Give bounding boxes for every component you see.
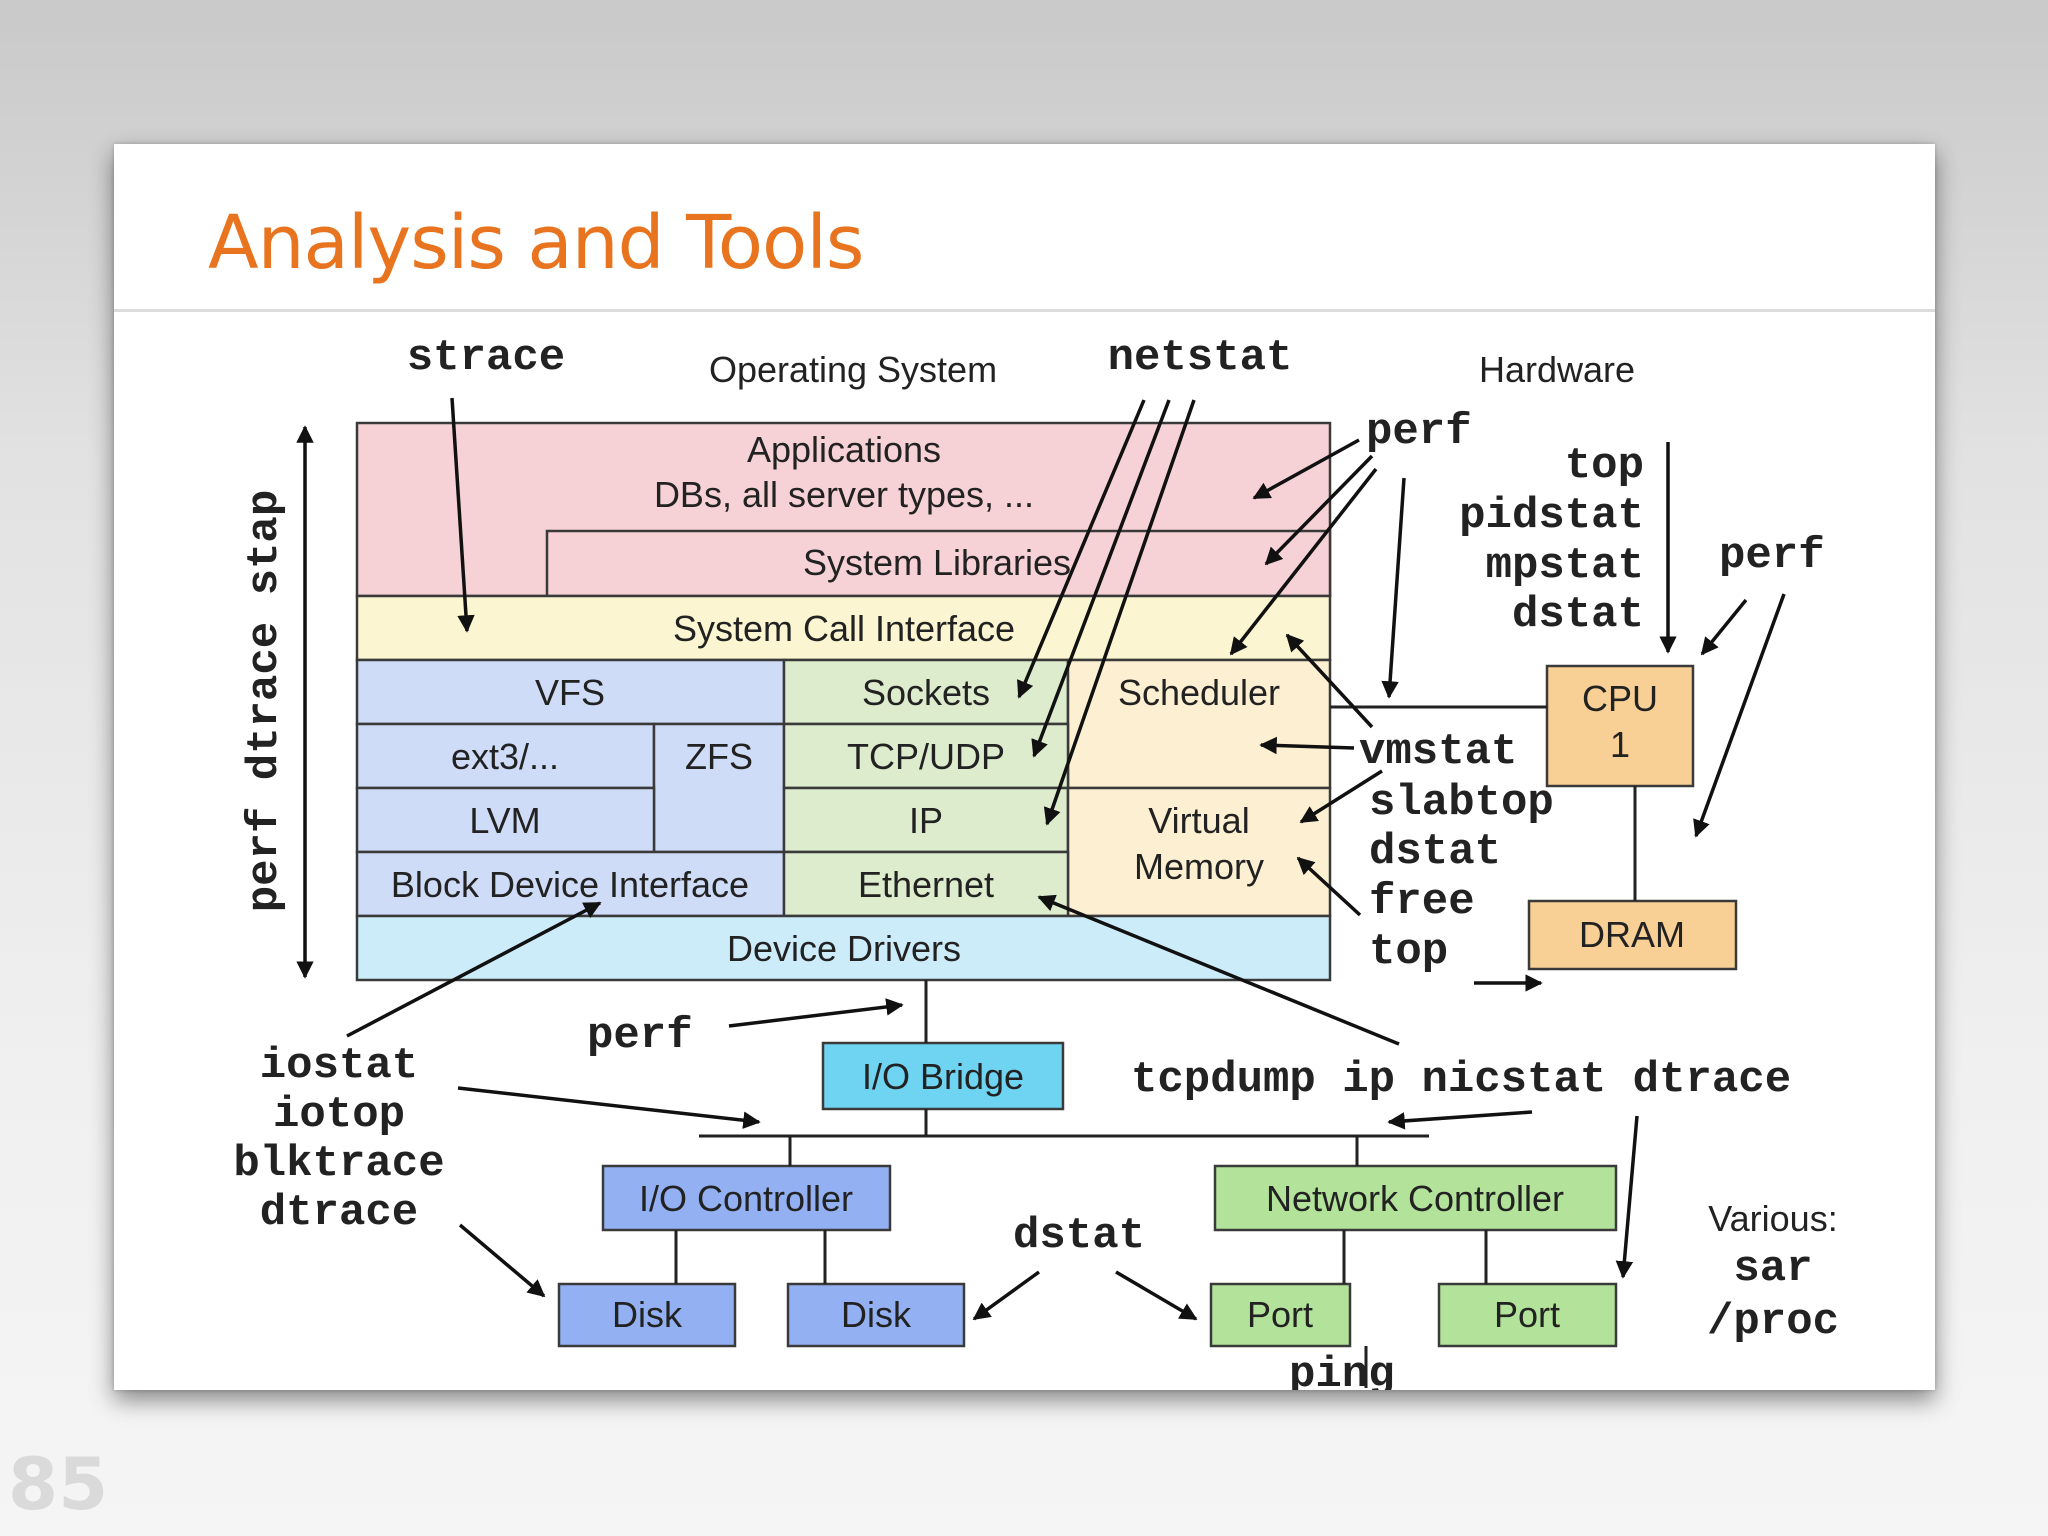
block-device-interface-box: [355, 850, 786, 918]
dram-label: DRAM: [1579, 914, 1685, 955]
iostat-tool: iostat: [260, 1041, 418, 1091]
slabtop-tool: slabtop: [1369, 778, 1554, 828]
cpu-count: 1: [1610, 724, 1630, 765]
device-drivers-label: Device Drivers: [727, 928, 961, 969]
io-controller-label: I/O Controller: [639, 1178, 853, 1219]
strace-tool: strace: [407, 333, 565, 383]
scheduler-label: Scheduler: [1118, 672, 1280, 713]
slide: Analysis and Tools: [114, 144, 1935, 1390]
vfs-box: [355, 658, 786, 726]
perf-cpu-tool: perf: [1719, 531, 1825, 581]
iotop-tool: iotop: [273, 1090, 405, 1140]
io-bridge-label: I/O Bridge: [862, 1056, 1024, 1097]
tool-arrows: [296, 397, 1786, 1321]
virtual-memory-sublabel: Memory: [1134, 846, 1264, 887]
dram-box: [1527, 899, 1738, 971]
disk-box-1: [557, 1282, 737, 1348]
tcpdump-ip-nicstat-dtrace-tools: tcpdump ip nicstat dtrace: [1131, 1055, 1791, 1105]
network-controller-label: Network Controller: [1266, 1178, 1564, 1219]
io-bridge-box: [821, 1041, 1065, 1111]
ethernet-label: Ethernet: [858, 864, 994, 905]
sar-tool: sar: [1733, 1244, 1812, 1294]
system-libraries-box: [545, 529, 1332, 598]
os-section-label: Operating System: [709, 349, 997, 390]
system-call-interface-box: [355, 594, 1332, 662]
block-device-interface-label: Block Device Interface: [391, 864, 749, 905]
top-cpu-tool: top: [1565, 441, 1644, 491]
ext3-label: ext3/...: [451, 736, 559, 777]
hardware-section-label: Hardware: [1479, 349, 1635, 390]
system-libraries-label: System Libraries: [803, 542, 1071, 583]
hardware-connectors: [674, 705, 1637, 1388]
applications-label: Applications: [747, 429, 941, 470]
system-call-interface-label: System Call Interface: [673, 608, 1015, 649]
perf-apps-tool: perf: [1366, 407, 1472, 457]
tcp-udp-box: [782, 722, 1070, 790]
cpu-label: CPU: [1582, 678, 1658, 719]
vfs-label: VFS: [535, 672, 605, 713]
ping-tool: ping: [1289, 1350, 1395, 1390]
blktrace-tool: blktrace: [233, 1139, 444, 1189]
virtual-memory-box: [1066, 786, 1332, 918]
port-label-1: Port: [1247, 1294, 1313, 1335]
dtrace-disk-tool: dtrace: [260, 1188, 418, 1238]
port-box-2: [1437, 1282, 1618, 1348]
lvm-label: LVM: [469, 800, 540, 841]
tcp-udp-label: TCP/UDP: [847, 736, 1005, 777]
lvm-box: [355, 786, 656, 854]
cpu-box: [1545, 664, 1695, 788]
dstat-memory-tool: dstat: [1369, 827, 1501, 877]
pidstat-tool: pidstat: [1459, 491, 1644, 541]
port-box-1: [1209, 1282, 1352, 1348]
ip-box: [782, 786, 1070, 854]
mpstat-tool: mpstat: [1486, 541, 1644, 591]
applications-sublabel: DBs, all server types, ...: [654, 474, 1034, 515]
page-number: 85: [8, 1442, 109, 1526]
vmstat-tool: vmstat: [1359, 727, 1517, 777]
disk-label-2: Disk: [841, 1294, 912, 1335]
io-controller-box: [601, 1164, 892, 1232]
port-label-2: Port: [1494, 1294, 1560, 1335]
perf-dtrace-stap-tool: perf dtrace stap: [240, 490, 290, 912]
network-controller-box: [1213, 1164, 1618, 1232]
various-label: Various:: [1708, 1198, 1837, 1239]
dstat-hw-tool: dstat: [1013, 1211, 1145, 1261]
free-tool: free: [1369, 877, 1475, 927]
disk-label-1: Disk: [612, 1294, 683, 1335]
netstat-tool: netstat: [1108, 333, 1293, 383]
disk-box-2: [786, 1282, 966, 1348]
proc-tool: /proc: [1707, 1297, 1839, 1347]
title-divider: [114, 309, 1935, 312]
zfs-label: ZFS: [685, 736, 753, 777]
scheduler-box: [1066, 658, 1332, 790]
dstat-cpu-tool: dstat: [1512, 590, 1644, 640]
ip-label: IP: [909, 800, 943, 841]
slide-title: Analysis and Tools: [208, 200, 864, 286]
ethernet-box: [782, 850, 1070, 918]
perf-bus-tool: perf: [587, 1011, 693, 1061]
sockets-label: Sockets: [862, 672, 990, 713]
top-memory-tool: top: [1369, 927, 1448, 977]
linux-performance-tools-diagram: Operating System Hardware Applications D…: [233, 333, 1839, 1390]
virtual-memory-label: Virtual: [1148, 800, 1249, 841]
